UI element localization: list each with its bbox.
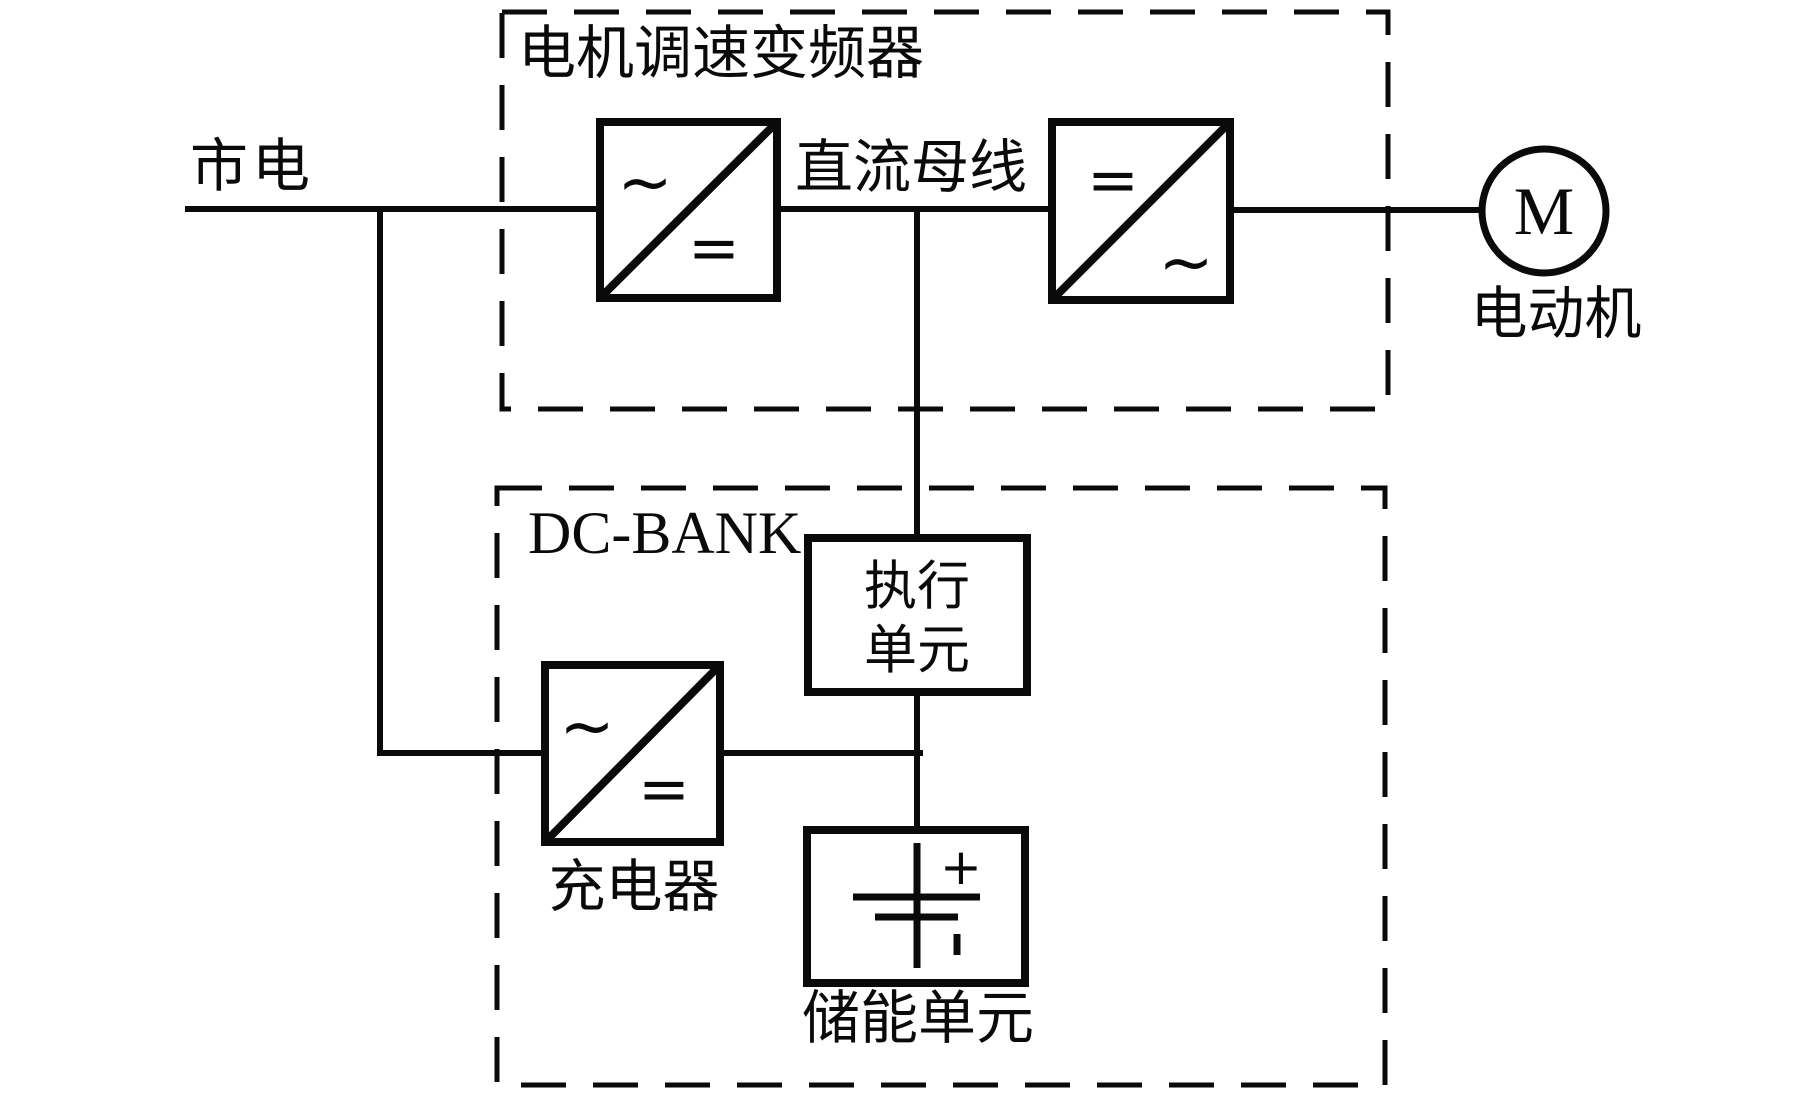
execution-unit-block: 执行 单元 [804,534,1031,696]
execution-unit-box [804,534,1031,696]
motor-letter: M [1514,173,1574,249]
inverter-dc-symbol: = [1087,143,1139,216]
rectifier-dc-symbol: = [688,211,740,284]
motor-symbol: M 电动机 [1471,145,1642,346]
battery-plus-sign: + [940,838,982,896]
storage-unit-block: + 储能单元 [802,826,1034,1051]
charger-ac-symbol: ~ [559,688,614,765]
dc-bank-group-title: DC-BANK [528,500,801,566]
storage-unit-label: 储能单元 [802,986,1034,1051]
rectifier-ac-symbol: ~ [617,144,672,221]
execution-unit-label-line2: 单元 [864,622,970,680]
mains-label: 市电 [190,134,314,199]
motor-label: 电动机 [1471,283,1642,346]
inverter-block: = ~ [1048,118,1234,304]
charger-dc-symbol: = [638,752,690,825]
dc-bus-label: 直流母线 [795,135,1027,200]
motor-circle [1478,145,1610,277]
inverter-ac-symbol: ~ [1158,224,1213,301]
charger-diagonal [545,665,720,842]
motor-drive-group-border [499,9,1391,412]
charger-label: 充电器 [549,856,720,919]
motor-drive-group-title: 电机调速变频器 [518,21,924,86]
dc-bank-group-border [494,485,1388,1088]
rectifier-diagonal [600,122,777,298]
wires [185,206,1487,835]
execution-unit-label-line1: 执行 [864,558,970,616]
rectifier-block: ~ = [596,118,781,302]
charger-block: ~ = 充电器 [541,661,724,919]
inverter-diagonal [1052,122,1230,300]
